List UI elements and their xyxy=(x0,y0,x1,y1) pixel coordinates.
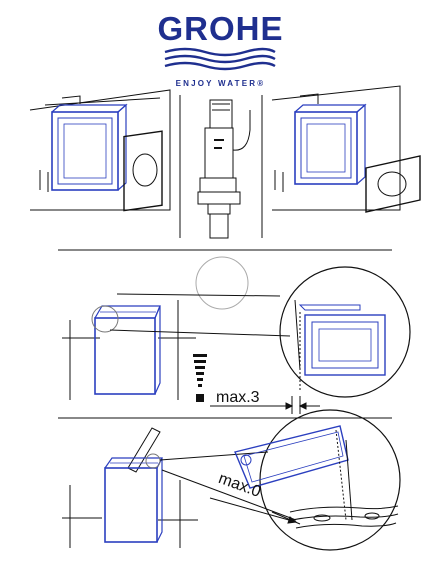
panel-flush-valve xyxy=(197,99,251,239)
dimension-label-max3: max.3 xyxy=(216,389,260,406)
brand-tagline: ENJOY WATER® xyxy=(175,79,266,88)
warning-marker xyxy=(193,354,207,402)
section-flush-mount xyxy=(62,409,401,551)
logo-waves xyxy=(164,47,276,71)
panel-frame-installed xyxy=(29,89,171,212)
panel-frame-with-plate xyxy=(271,85,421,213)
section-tile-gap xyxy=(62,256,411,414)
brand-logo: GROHE xyxy=(157,10,284,47)
